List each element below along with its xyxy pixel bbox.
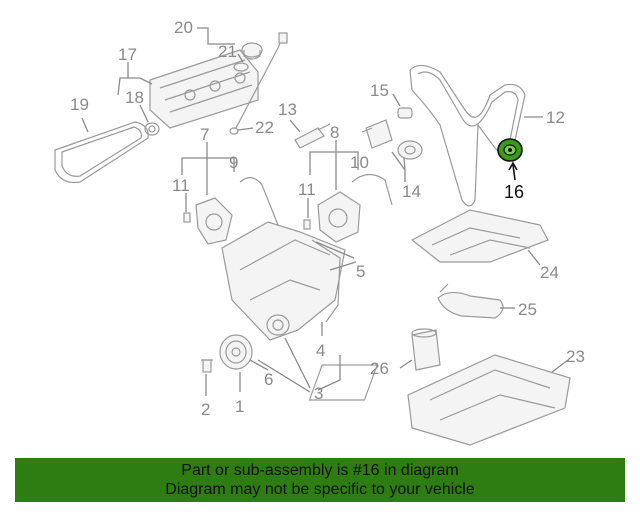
part-25-strainer[interactable] <box>437 283 504 319</box>
leader-lines <box>81 27 569 396</box>
callout-24[interactable]: 24 <box>540 263 559 282</box>
part-15-fitting[interactable] <box>397 107 413 119</box>
part-11-bolt-left[interactable] <box>183 212 191 223</box>
part-11-bolt-right[interactable] <box>303 219 311 230</box>
part-5-front-cover[interactable] <box>221 221 346 341</box>
callout-11-left[interactable]: 11 <box>172 176 190 195</box>
callout-6[interactable]: 6 <box>264 370 273 389</box>
callout-labels: 20 21 17 18 19 22 13 15 12 16 14 7 9 11 … <box>70 18 585 419</box>
part-13-sensor[interactable] <box>294 123 331 149</box>
callout-11-right[interactable]: 11 <box>298 180 316 199</box>
callout-22[interactable]: 22 <box>255 118 274 137</box>
callout-20[interactable]: 20 <box>174 18 193 37</box>
part-18-seal[interactable] <box>144 122 160 136</box>
part-23-oil-pan[interactable] <box>308 354 571 446</box>
part-19-gasket[interactable] <box>54 121 149 184</box>
callout-10[interactable]: 10 <box>350 153 369 172</box>
part-14-housing[interactable] <box>361 119 423 160</box>
callout-19[interactable]: 19 <box>70 95 89 114</box>
callout-4[interactable]: 4 <box>316 341 325 360</box>
callout-13[interactable]: 13 <box>278 100 297 119</box>
part-10-gasket[interactable] <box>351 173 393 206</box>
part-9-gasket[interactable] <box>239 177 289 261</box>
callout-15[interactable]: 15 <box>370 81 389 100</box>
callout-9[interactable]: 9 <box>229 153 238 172</box>
callout-16[interactable]: 16 <box>504 182 524 202</box>
part-17-valve-cover[interactable] <box>149 49 259 129</box>
part-20-oil-cap[interactable] <box>241 42 263 60</box>
callout-25[interactable]: 25 <box>518 300 537 319</box>
callout-14[interactable]: 14 <box>402 182 421 201</box>
banner-line-disclaimer: Diagram may not be specific to your vehi… <box>165 481 475 498</box>
callout-7[interactable]: 7 <box>200 125 209 144</box>
callout-5[interactable]: 5 <box>356 262 365 281</box>
part-1-crank-pulley[interactable] <box>219 334 253 370</box>
part-2-bolt[interactable] <box>201 359 213 373</box>
exploded-parts-diagram: 20 21 17 18 19 22 13 15 12 16 14 7 9 11 … <box>54 18 585 446</box>
part-22-dipstick[interactable] <box>229 32 288 135</box>
callout-8[interactable]: 8 <box>330 123 339 142</box>
callout-2[interactable]: 2 <box>201 400 210 419</box>
part-6-seal[interactable] <box>266 314 290 336</box>
callout-23[interactable]: 23 <box>566 347 585 366</box>
callout-1[interactable]: 1 <box>235 397 244 416</box>
part-16-idler-pulley[interactable] <box>497 138 523 162</box>
part-7-cover[interactable] <box>195 197 233 245</box>
part-21-o-ring[interactable] <box>233 62 249 72</box>
part-24-oil-baffle[interactable] <box>410 209 549 263</box>
callout-3[interactable]: 3 <box>314 384 323 403</box>
part-8-cover[interactable] <box>317 191 361 243</box>
info-banner: Part or sub-assembly is #16 in diagram D… <box>15 458 625 502</box>
callout-26[interactable]: 26 <box>370 359 389 378</box>
part-26-oil-filter[interactable] <box>411 328 441 371</box>
callout-17[interactable]: 17 <box>118 45 137 64</box>
callout-18[interactable]: 18 <box>125 88 144 107</box>
banner-line-part-number: Part or sub-assembly is #16 in diagram <box>181 462 459 479</box>
part-4-gasket[interactable] <box>311 239 341 323</box>
callout-12[interactable]: 12 <box>546 108 565 127</box>
callout-21[interactable]: 21 <box>218 42 237 61</box>
